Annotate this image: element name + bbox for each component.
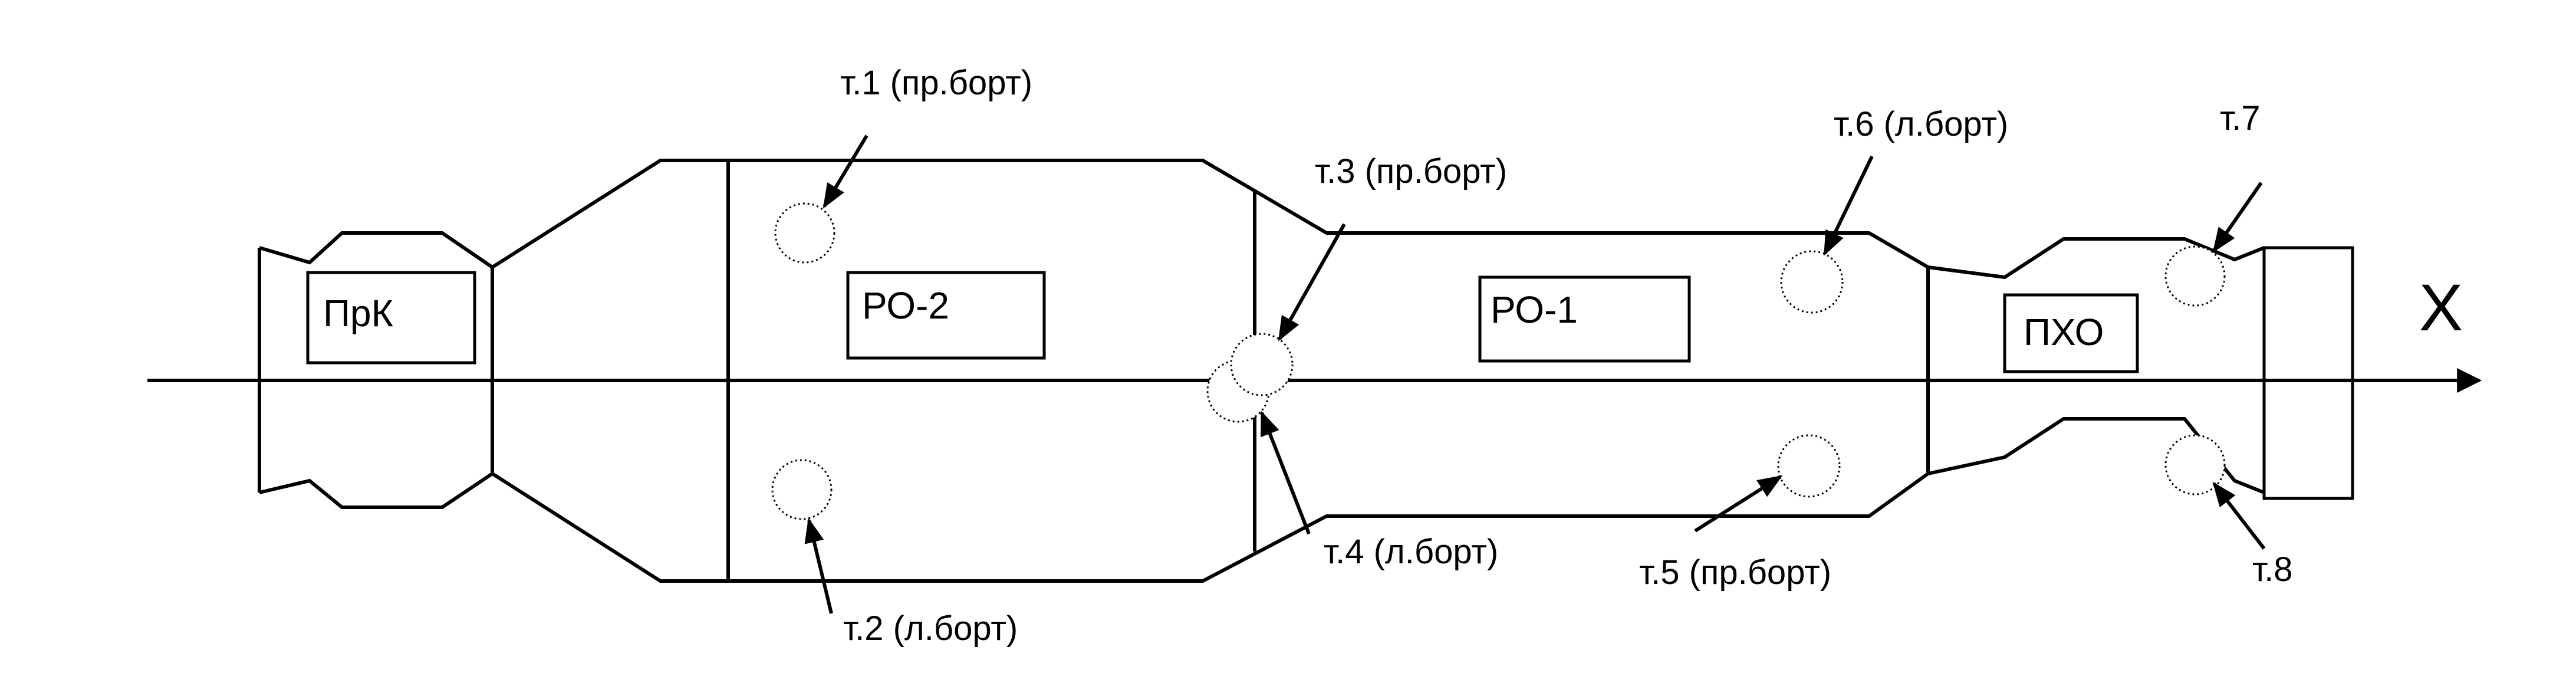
leader-arrows [804,134,2266,614]
compartment-ro2: РО-2 [846,271,1046,360]
point-1-label: т.1 (пр.борт) [840,64,1032,102]
point-3-label: т.3 (пр.борт) [1315,152,1507,191]
compartment-pho: ПХО [2003,293,2139,373]
point-7-marker [2164,245,2226,307]
hull-bottom-contour [259,417,2265,583]
compartment-ro1: РО-1 [1478,275,1691,363]
compartment-prk-box [306,271,476,365]
compartment-ro1-label: РО-1 [1491,288,1578,331]
point-4-label: т.4 (л.борт) [1324,533,1498,571]
compartment-ro1-box [1478,275,1691,363]
point-6-label: т.6 (л.борт) [1834,105,2008,143]
compartment-pho-label: ПХО [2024,311,2104,353]
point-7-arrow [2212,182,2263,253]
point-1-marker [774,202,835,264]
rear-block [2262,246,2354,500]
point-3-arrow [1278,223,1346,342]
point-8-marker [2164,434,2226,495]
measurement-points [771,202,2226,520]
hull-top-contour [258,159,2265,493]
point-8-label: т.8 [2252,550,2293,589]
point-4-arrow [1260,411,1311,535]
point-6-marker [1780,250,1844,314]
point-5-arrow [1694,475,1783,533]
point-8-arrow [2212,481,2266,550]
compartment-ro2-label: РО-2 [862,284,949,327]
compartment-ro2-box [846,271,1046,360]
point-5-marker [1777,434,1841,498]
point-5-label: т.5 (пр.борт) [1639,553,1831,592]
point-2-arrow [804,517,833,614]
point-3-marker [1230,333,1294,396]
x-axis-label: X [2419,271,2463,344]
point-6-arrow [1823,155,1874,256]
point-1-arrow [823,134,868,209]
point-2-label: т.2 (л.борт) [843,609,1018,648]
compartment-prk: ПрК [306,271,476,365]
point-2-marker [771,459,833,520]
point-labels: т.1 (пр.борт) т.2 (л.борт) т.3 (пр.борт)… [840,64,2293,648]
hull-outline [258,159,2265,583]
compartment-pho-box [2003,293,2139,373]
compartment-prk-label: ПрК [323,292,393,334]
point-7-label: т.7 [2220,99,2261,137]
